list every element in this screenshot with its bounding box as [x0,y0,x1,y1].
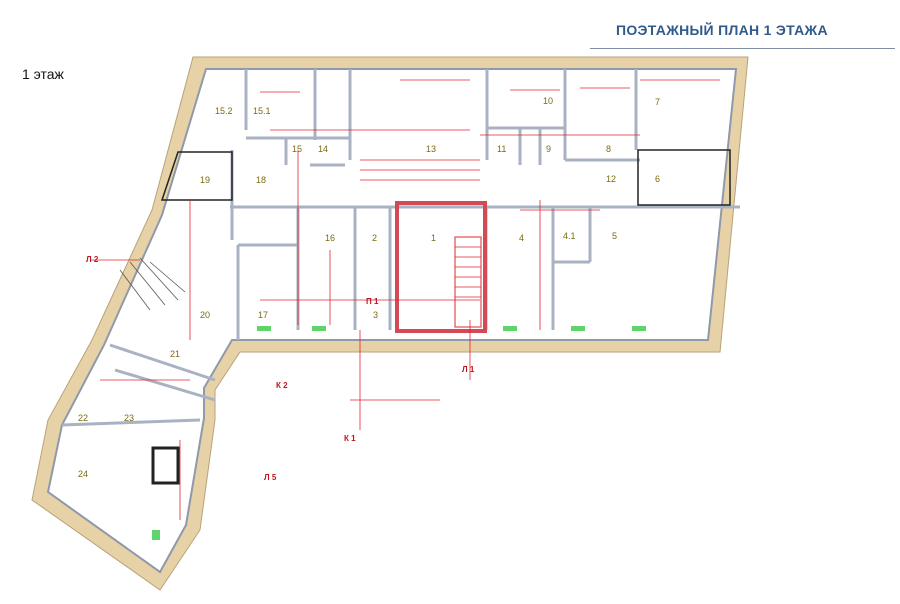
room-5: 5 [612,231,617,241]
markers: Л 2 К 2 Л 1 К 1 Л 5 П 1 [86,255,475,482]
room-15-2: 15.2 [215,106,233,116]
room-9: 9 [546,144,551,154]
room-6-box [637,149,731,206]
marker-l1: Л 1 [462,365,475,374]
room-13: 13 [426,144,436,154]
dimension-lines [90,79,720,520]
room-18: 18 [256,175,266,185]
room-17: 17 [258,310,268,320]
room-11: 11 [497,144,506,154]
interior [46,68,738,574]
room-3: 3 [373,310,378,320]
room-4-1: 4.1 [563,231,576,241]
room-6: 6 [655,174,660,184]
marker-l2: Л 2 [86,255,99,264]
room-labels: 1 2 3 4 4.1 5 6 7 8 9 10 11 12 13 14 15 … [78,96,660,479]
room-12: 12 [606,174,616,184]
room-20: 20 [200,310,210,320]
page-title: ПОЭТАЖНЫЙ ПЛАН 1 ЭТАЖА [616,22,828,38]
room-15-1: 15.1 [253,106,271,116]
room-21: 21 [170,349,180,359]
room-23: 23 [124,413,134,423]
marker-l5: Л 5 [264,473,277,482]
room-19-box [160,151,233,201]
room-19: 19 [200,175,210,185]
room-4: 4 [519,233,524,243]
marker-k2: К 2 [276,381,288,390]
room-16: 16 [325,233,335,243]
floor-label: 1 этаж [22,66,64,82]
room-14: 14 [318,144,328,154]
room-10: 10 [543,96,553,106]
marker-p1: П 1 [366,297,379,306]
stairwell [119,201,487,485]
room-15: 15 [292,144,302,154]
room-2: 2 [372,233,377,243]
room-7: 7 [655,97,660,107]
room-24: 24 [78,469,88,479]
marker-k1: К 1 [344,434,356,443]
room-22: 22 [78,413,88,423]
windows [152,326,646,540]
room-1: 1 [431,233,436,243]
title-divider [590,48,895,49]
room-8: 8 [606,144,611,154]
